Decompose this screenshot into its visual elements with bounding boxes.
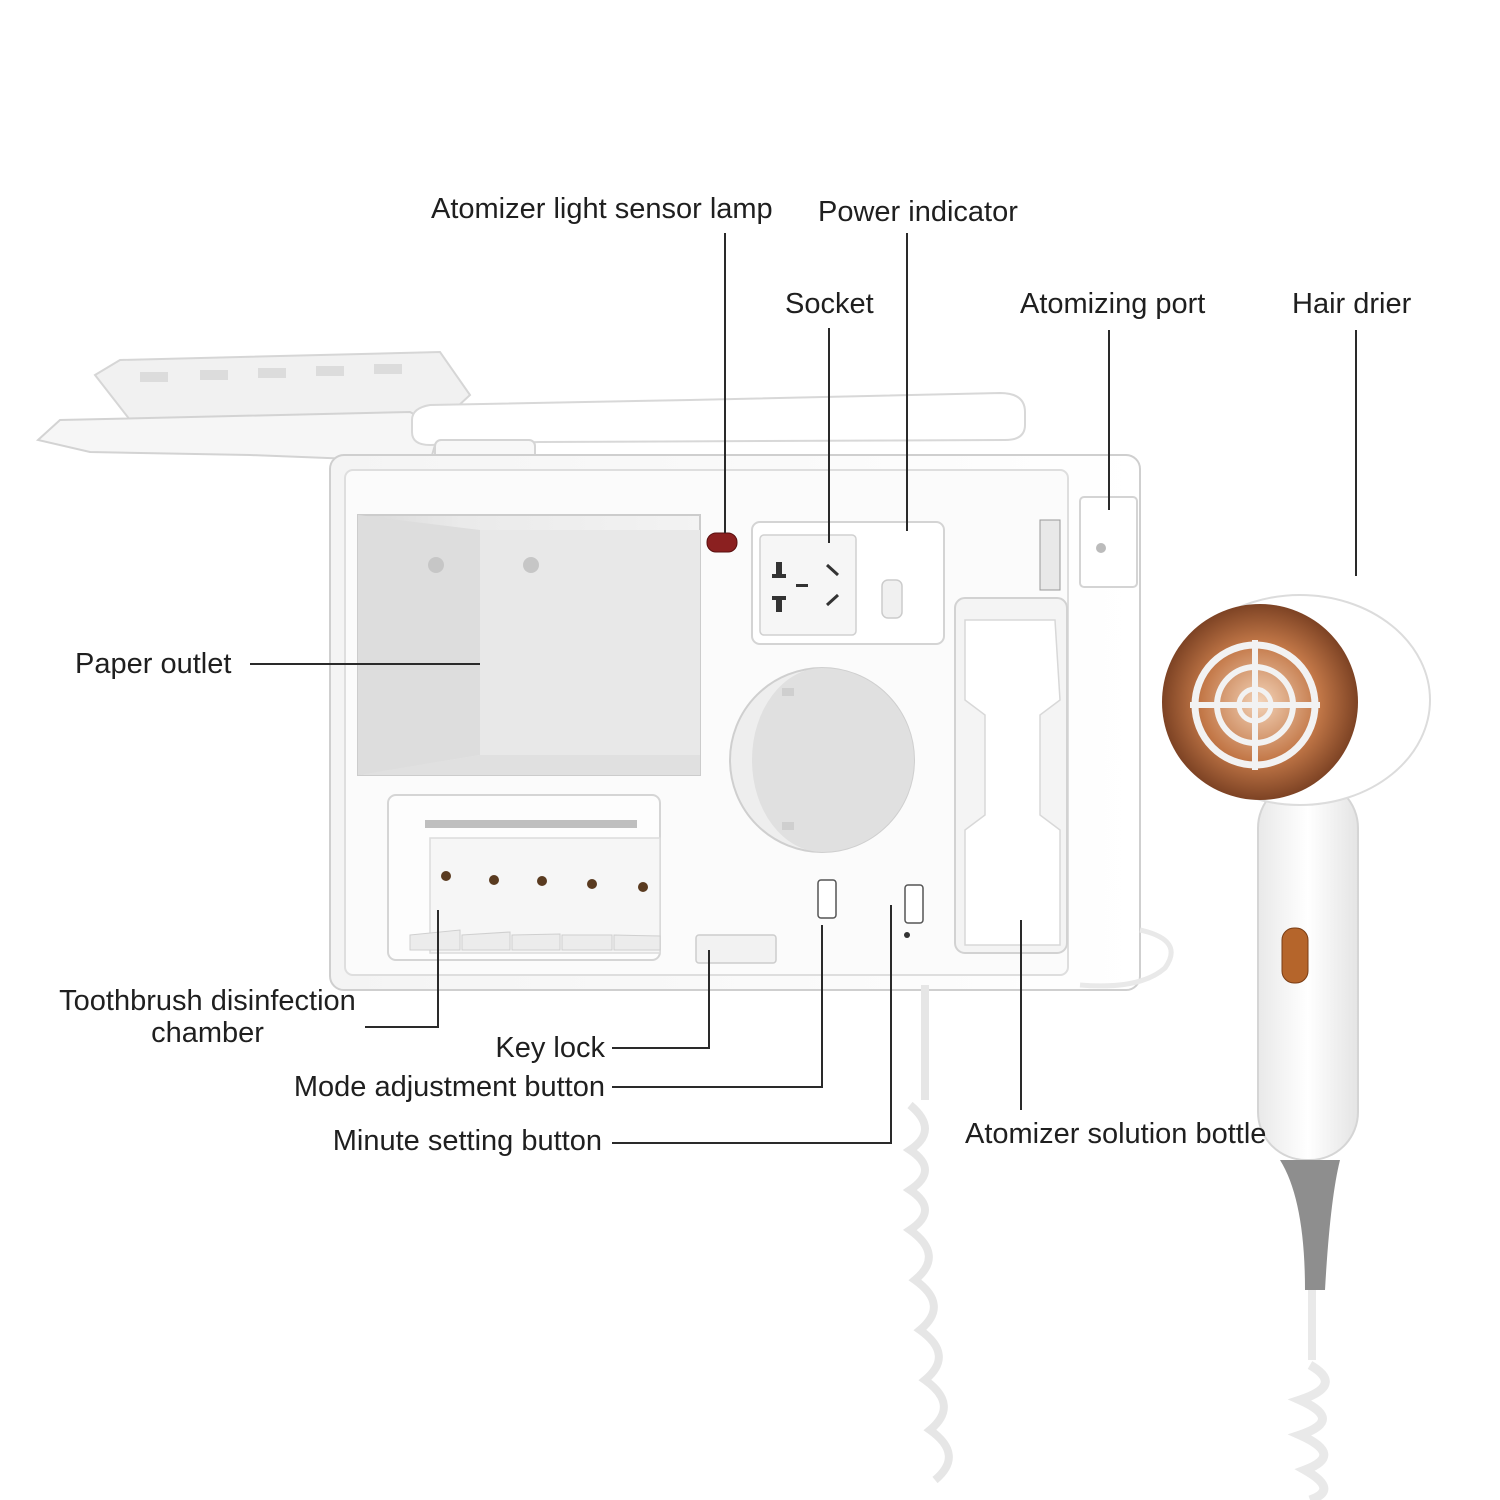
label-atomizing-port: Atomizing port — [1020, 288, 1206, 320]
leader-atomizer-lamp — [724, 233, 726, 533]
toothbrush-chamber — [387, 794, 661, 961]
label-paper-outlet: Paper outlet — [75, 648, 232, 680]
minute-switch — [904, 884, 924, 924]
leader-socket — [828, 328, 830, 543]
socket-panel — [751, 521, 945, 645]
mode-switch — [817, 879, 837, 919]
leader-power-indicator — [906, 233, 908, 531]
open-lid — [35, 350, 472, 464]
label-toothbrush-line1: Toothbrush disinfection — [59, 985, 356, 1017]
coiled-cord — [902, 927, 1174, 1484]
label-socket: Socket — [785, 288, 874, 320]
label-hair-drier: Hair drier — [1292, 288, 1412, 320]
atomizer-bottle — [954, 519, 1068, 954]
leader-key-lock-h — [612, 1047, 710, 1049]
leader-toothbrush-h — [365, 1026, 439, 1028]
leader-mode-v — [821, 925, 823, 1088]
label-toothbrush-chamber: Toothbrush disinfection chamber — [40, 985, 375, 1049]
label-minute-setting-button: Minute setting button — [332, 1125, 602, 1157]
drier-holder — [729, 667, 915, 853]
leader-bottle — [1020, 920, 1022, 1110]
paper-outlet-compartment — [357, 514, 701, 776]
label-atomizer-light-sensor-lamp: Atomizer light sensor lamp — [431, 193, 773, 225]
leader-minute-v — [890, 905, 892, 1144]
hair-drier — [1162, 594, 1431, 1500]
atomizer-sensor-lamp — [706, 532, 738, 553]
leader-mode-h — [612, 1086, 823, 1088]
leader-minute-h — [612, 1142, 892, 1144]
label-mode-adjustment-button: Mode adjustment button — [293, 1071, 605, 1103]
key-lock-slot — [695, 934, 777, 964]
atomizing-port — [1079, 496, 1138, 588]
leader-toothbrush-v — [437, 910, 439, 1028]
leader-paper-outlet — [250, 663, 480, 665]
label-atomizer-solution-bottle: Atomizer solution bottle — [965, 1118, 1267, 1150]
label-toothbrush-line2: chamber — [151, 1017, 264, 1049]
leader-atomizing-port — [1108, 330, 1110, 510]
leader-hair-drier — [1355, 330, 1357, 576]
leader-key-lock-v — [708, 950, 710, 1049]
label-key-lock: Key lock — [495, 1032, 605, 1064]
label-power-indicator: Power indicator — [818, 196, 1018, 228]
